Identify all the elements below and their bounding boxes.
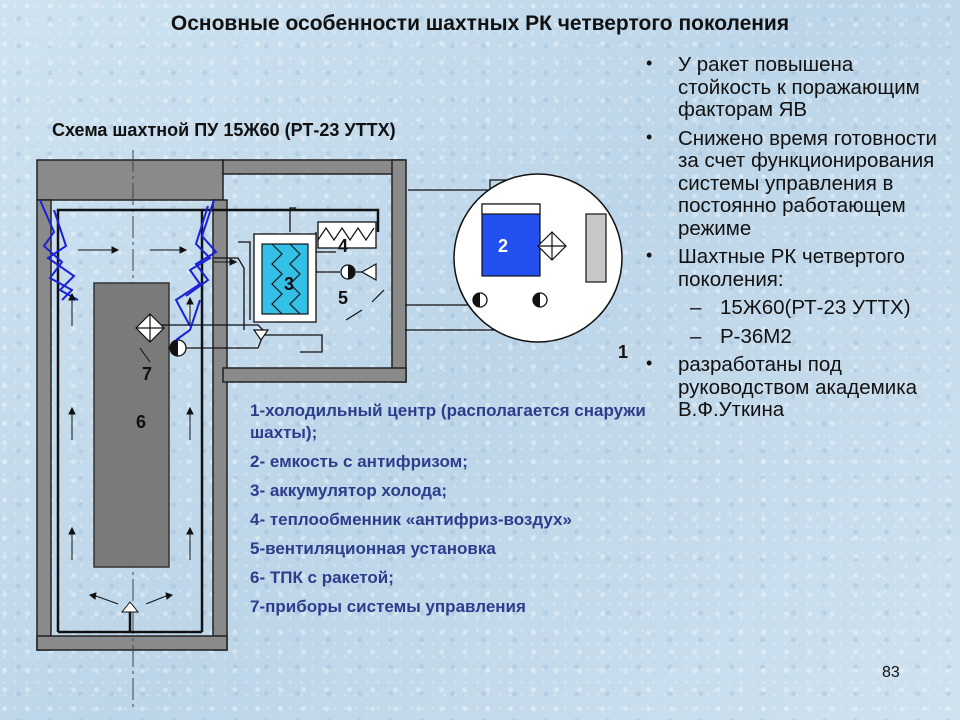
bullet-dot: • <box>646 245 653 265</box>
bullet-item: • У ракет повышена стойкость к поражающи… <box>640 53 950 122</box>
sub-bullet-text: Р-36М2 <box>720 324 792 348</box>
cooling-center-1 <box>453 173 623 343</box>
sub-bullet-item: – 15Ж60(РТ-23 УТТХ) <box>640 296 950 320</box>
label-7: 7 <box>142 364 152 384</box>
dash-marker: – <box>690 324 702 348</box>
legend-item: 5-вентиляционная установка <box>250 539 496 558</box>
legend-item: 2- емкость с антифризом; <box>250 452 468 471</box>
valve-icon <box>252 329 270 342</box>
label-2: 2 <box>498 236 508 256</box>
equipment-room-roof <box>222 159 406 175</box>
sub-bullet-text: 15Ж60(РТ-23 УТТХ) <box>720 296 911 319</box>
silo-lid <box>36 159 224 201</box>
bullet-text: У ракет повышена стойкость к поражающим … <box>678 53 920 121</box>
legend-item: 1-холодильный центр (располагается снару… <box>250 401 646 442</box>
silo-floor <box>36 635 228 651</box>
bullet-item: • Снижено время готовности за счет функц… <box>640 126 950 241</box>
bullet-item: • Шахтные РК четвертого поколения: <box>640 245 950 291</box>
airflow-arrows <box>68 246 238 613</box>
slide-title: Основные особенности шахтных РК четверто… <box>170 12 790 35</box>
compressor <box>585 213 607 283</box>
rocket-container <box>93 282 170 568</box>
silo-left-wall <box>36 199 52 651</box>
legend: 1-холодильный центр (располагается снару… <box>250 400 650 625</box>
control-instruments-7 <box>135 313 187 363</box>
bullet-dot: • <box>646 353 653 373</box>
air-ducts <box>56 208 380 634</box>
legend-item: 3- аккумулятор холода; <box>250 481 448 500</box>
legend-item: 7-приборы системы управления <box>250 597 526 616</box>
bullet-text: Снижено время готовности за счет функцио… <box>678 126 937 240</box>
blast-wave-lines <box>39 199 218 341</box>
label-3: 3 <box>284 274 294 294</box>
equipment-room-wall <box>391 159 407 383</box>
silo-structure <box>36 159 407 651</box>
cold-accumulator-3 <box>253 233 317 323</box>
bullet-list: • У ракет повышена стойкость к поражающи… <box>640 53 950 428</box>
antifreeze-tank-2 <box>481 203 541 277</box>
bullet-dot: • <box>646 53 653 73</box>
equipment-room-floor <box>222 367 407 383</box>
bullet-dot: • <box>646 126 653 147</box>
dash-marker: – <box>690 296 702 319</box>
label-5: 5 <box>338 288 348 308</box>
heat-exchanger-4 <box>317 221 377 249</box>
bullet-text: разработаны под руководством академика В… <box>678 353 918 421</box>
bullet-item: • разработаны под руководством академика… <box>640 353 950 422</box>
label-4: 4 <box>338 236 348 256</box>
bullet-text: Шахтные РК четвертого поколения: <box>678 245 905 291</box>
diagram-title: Схема шахтной ПУ 15Ж60 (РТ-23 УТТХ) <box>52 120 396 140</box>
page-number: 83 <box>882 664 900 681</box>
sub-bullet-item: – Р-36М2 <box>640 324 950 349</box>
label-6: 6 <box>136 412 146 432</box>
silo-right-wall <box>212 199 228 651</box>
fan-unit-5 <box>340 262 385 321</box>
label-1: 1 <box>618 342 628 362</box>
legend-item: 6- ТПК с ракетой; <box>250 568 394 587</box>
legend-item: 4- теплообменник «антифриз-воздух» <box>250 510 572 529</box>
